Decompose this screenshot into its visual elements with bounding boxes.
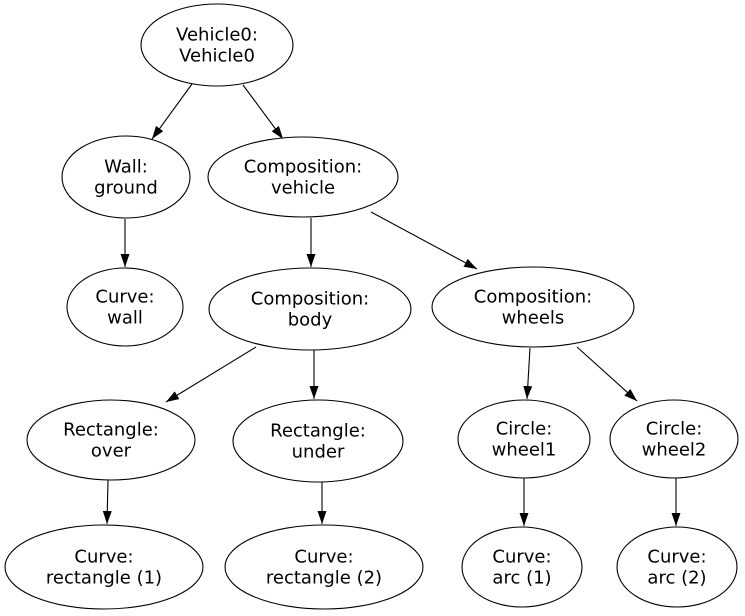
node-ellipse <box>4 524 204 610</box>
node-composition-wheels: Composition: wheels <box>431 266 635 348</box>
node-ellipse <box>66 267 184 347</box>
node-label-line2: Vehicle0 <box>179 46 255 67</box>
node-label-line2: vehicle <box>271 178 335 199</box>
node-label-line2: body <box>288 310 333 331</box>
node-label-line2: wheel2 <box>642 440 707 461</box>
node-rectangle-under: Rectangle: under <box>232 399 404 483</box>
node-label-line2: under <box>292 442 345 463</box>
node-label-line1: Composition: <box>474 287 592 308</box>
node-label-line2: arc (1) <box>492 568 551 589</box>
edge-composition-body-to-rectangle-over <box>165 346 257 403</box>
node-label-line1: Composition: <box>244 157 362 178</box>
node-label-line1: Vehicle0: <box>176 25 258 46</box>
node-label-line1: Rectangle: <box>63 420 159 441</box>
node-label-line1: Circle: <box>496 419 553 440</box>
node-curve-rectangle-2: Curve: rectangle (2) <box>224 524 424 610</box>
node-wall-ground: Wall: ground <box>61 135 191 219</box>
node-circle-wheel1: Circle: wheel1 <box>457 399 591 479</box>
node-label-line2: wheel1 <box>492 440 557 461</box>
node-ellipse <box>208 267 412 351</box>
node-ellipse <box>207 136 399 218</box>
node-label-line2: rectangle (2) <box>266 568 382 589</box>
node-ellipse <box>616 526 738 608</box>
node-ellipse <box>609 399 739 479</box>
node-label-line2: wheels <box>502 308 565 329</box>
node-label-line1: Circle: <box>646 419 703 440</box>
node-label-line1: Composition: <box>251 289 369 310</box>
edge-layer <box>102 83 681 526</box>
node-curve-arc-1: Curve: arc (1) <box>461 526 583 608</box>
node-label-line1: Rectangle: <box>270 421 366 442</box>
node-label-line1: Curve: <box>294 547 353 568</box>
node-curve-arc-2: Curve: arc (2) <box>616 526 738 608</box>
node-label-line2: ground <box>94 178 158 199</box>
node-ellipse <box>224 524 424 610</box>
node-circle-wheel2: Circle: wheel2 <box>609 399 739 479</box>
node-label-line1: Wall: <box>104 157 148 178</box>
node-curve-wall: Curve: wall <box>66 267 184 347</box>
node-composition-body: Composition: body <box>208 267 412 351</box>
node-composition-vehicle: Composition: vehicle <box>207 136 399 218</box>
node-ellipse <box>431 266 635 348</box>
node-curve-rectangle-1: Curve: rectangle (1) <box>4 524 204 610</box>
node-ellipse <box>26 399 196 481</box>
edge-vehicle0-to-wall-ground <box>151 83 193 140</box>
node-rectangle-over: Rectangle: over <box>26 399 196 481</box>
node-label-line1: Curve: <box>95 287 154 308</box>
node-label-line2: rectangle (1) <box>46 568 162 589</box>
edge-composition-vehicle-to-composition-wheels <box>370 211 478 270</box>
edge-composition-wheels-to-circle-wheel1 <box>523 347 533 400</box>
edge-vehicle0-to-composition-vehicle <box>242 84 284 140</box>
node-label-line2: wall <box>107 308 143 329</box>
node-label-line1: Curve: <box>74 547 133 568</box>
node-label-line1: Curve: <box>492 547 551 568</box>
edge-composition-wheels-to-circle-wheel2 <box>576 346 638 402</box>
node-ellipse <box>232 399 404 483</box>
node-label-line2: over <box>91 441 132 462</box>
node-vehicle0: Vehicle0: Vehicle0 <box>140 3 294 87</box>
node-label-line1: Curve: <box>647 547 706 568</box>
node-ellipse <box>140 3 294 87</box>
node-ellipse <box>461 526 583 608</box>
edge-rectangle-over-to-curve-rectangle-1 <box>102 479 112 525</box>
node-layer: Vehicle0: Vehicle0 Wall: ground Composit… <box>4 3 739 610</box>
node-ellipse <box>61 135 191 219</box>
node-ellipse <box>457 399 591 479</box>
node-label-line2: arc (2) <box>647 568 706 589</box>
